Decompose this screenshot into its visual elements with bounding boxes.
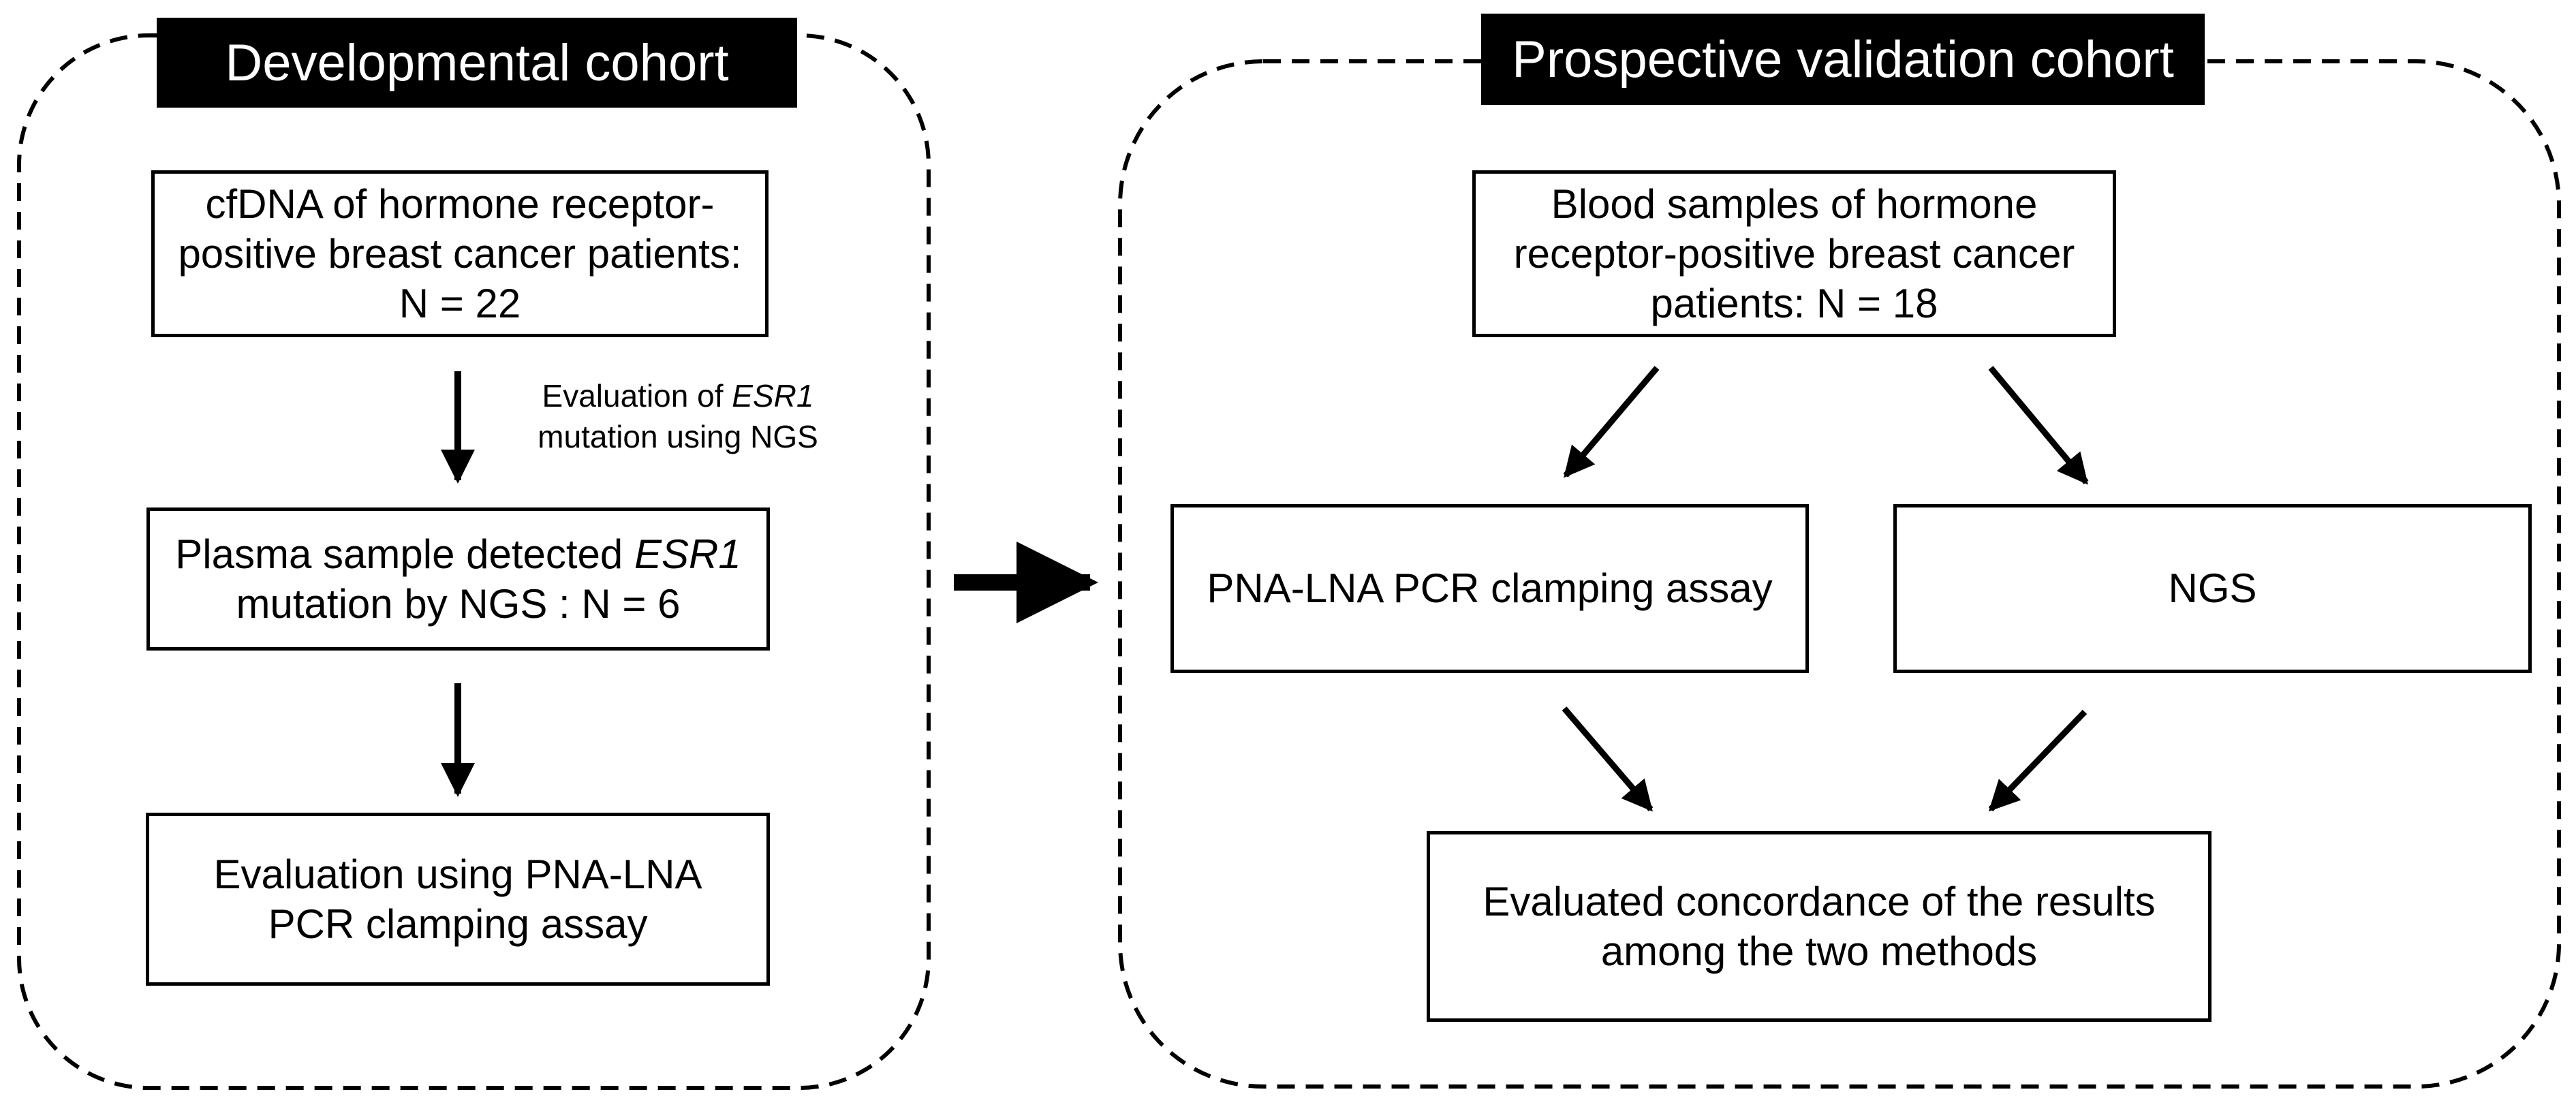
developmental-cohort-title-text: Developmental cohort <box>225 33 729 92</box>
cfdna-patients-box: cfDNA of hormone receptor- positive brea… <box>151 170 769 337</box>
cfdna-line1: cfDNA of hormone receptor- <box>205 181 715 227</box>
arrow-blood-to-ngs <box>1988 366 2089 485</box>
validation-cohort-title: Prospective validation cohort <box>1481 14 2205 105</box>
note-line1: Evaluation of ESR1 <box>501 376 855 417</box>
blood-line2: receptor-positive breast cancer <box>1513 230 2075 277</box>
note-line2: mutation using NGS <box>538 418 818 454</box>
plasma-sample-box: Plasma sample detected ESR1 mutation by … <box>146 507 770 651</box>
plasma-line1-prefix: Plasma sample detected <box>175 531 634 577</box>
arrow-pcr-to-concordance <box>1562 706 1654 812</box>
cfdna-line3: N = 22 <box>399 281 521 327</box>
plasma-line1: Plasma sample detected ESR1 <box>175 529 741 579</box>
pna-lna-pcr-box: PNA-LNA PCR clamping assay <box>1170 504 1809 673</box>
ngs-box: NGS <box>1893 504 2532 673</box>
concordance-line1: Evaluated concordance of the results <box>1483 878 2156 924</box>
plasma-line1-gene: ESR1 <box>634 531 741 577</box>
arrow-ngs-to-concordance <box>1988 709 2088 812</box>
blood-line1: Blood samples of hormone <box>1551 181 2038 227</box>
evaluation-line2: PCR clamping assay <box>268 901 648 947</box>
evaluation-line1: Evaluation using PNA-LNA <box>213 851 702 897</box>
pna-lna-pcr-label: PNA-LNA PCR clamping assay <box>1207 565 1773 612</box>
concordance-box: Evaluated concordance of the results amo… <box>1427 831 2212 1022</box>
blood-samples-box: Blood samples of hormone receptor-positi… <box>1472 170 2116 337</box>
ngs-label: NGS <box>2168 565 2257 612</box>
ngs-evaluation-note: Evaluation of ESR1 mutation using NGS <box>501 376 855 458</box>
cfdna-line2: positive breast cancer patients: <box>178 230 742 277</box>
arrow-blood-to-pcr <box>1563 366 1660 478</box>
developmental-cohort-title: Developmental cohort <box>157 18 797 108</box>
note-line1-gene: ESR1 <box>732 378 814 413</box>
concordance-line2: among the two methods <box>1600 928 2038 974</box>
note-line1-prefix: Evaluation of <box>542 378 732 413</box>
pna-lna-evaluation-box: Evaluation using PNA-LNA PCR clamping as… <box>146 813 770 986</box>
blood-line3: patients: N = 18 <box>1650 281 1938 327</box>
validation-cohort-title-text: Prospective validation cohort <box>1512 30 2174 89</box>
plasma-line2: mutation by NGS : N = 6 <box>236 581 681 627</box>
